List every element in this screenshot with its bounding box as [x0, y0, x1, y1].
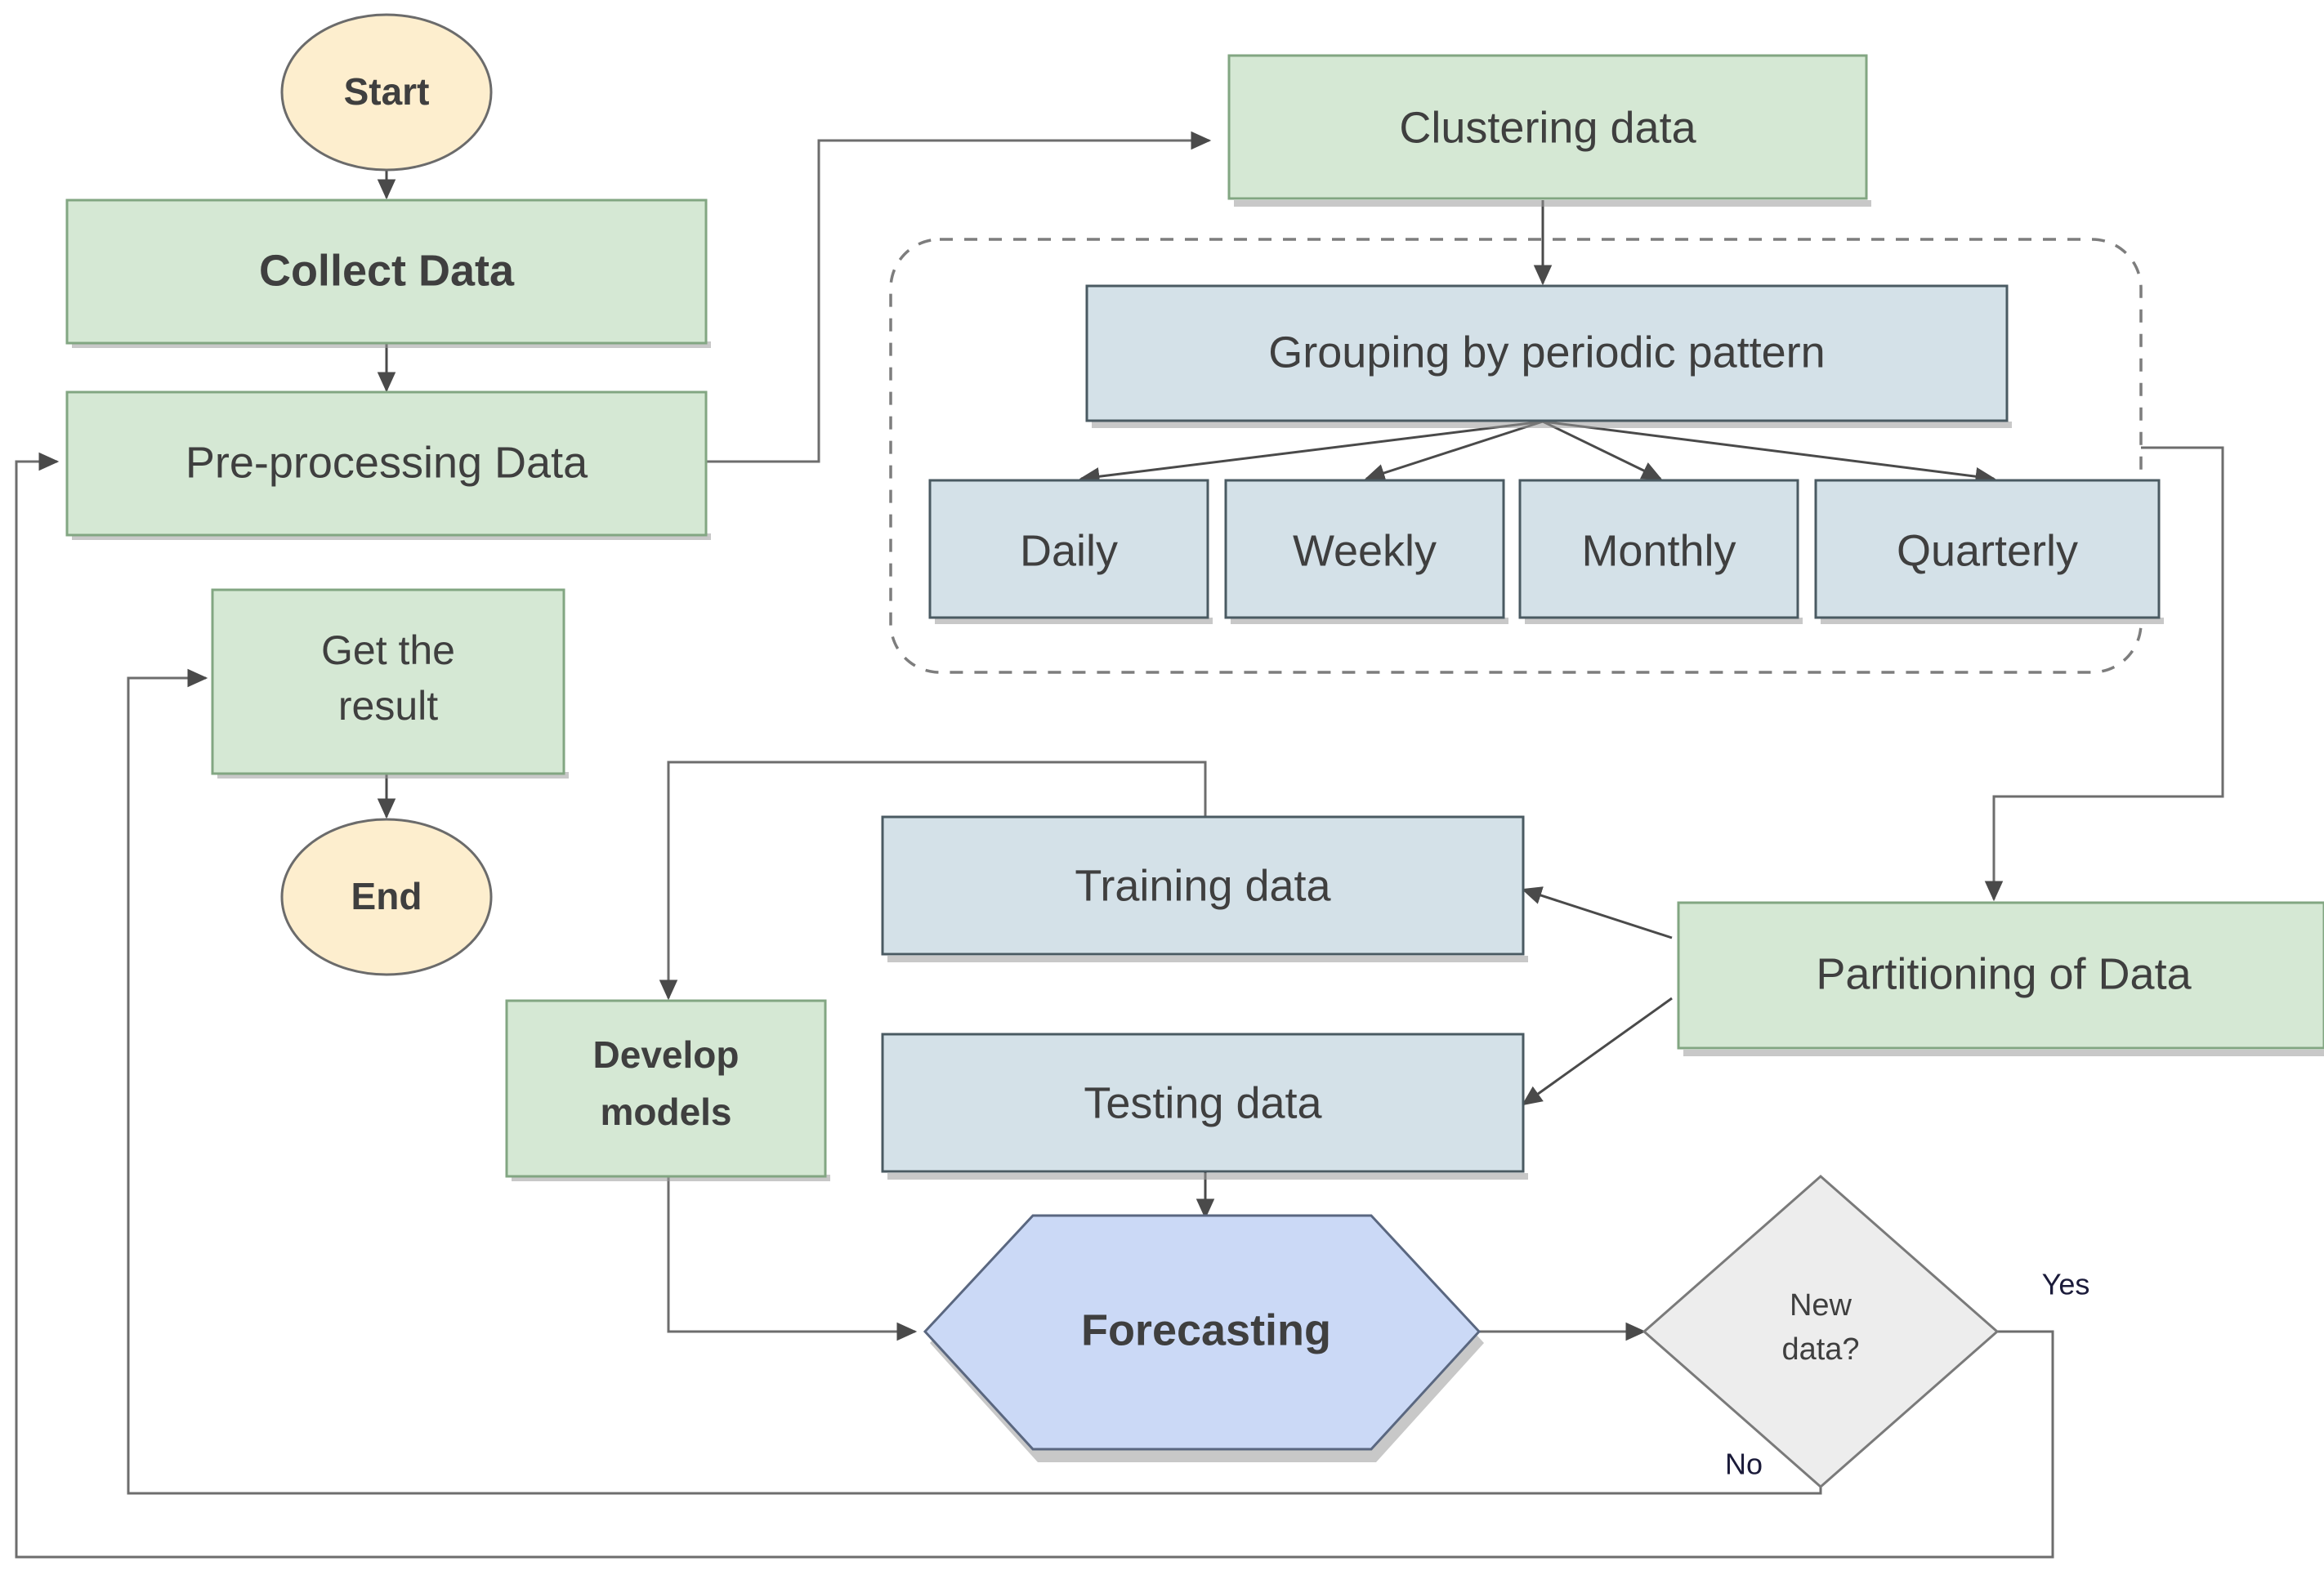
- node-grouping-label: Grouping by periodic pattern: [1268, 328, 1825, 377]
- node-preprocessing-data[interactable]: Pre-processing Data: [65, 390, 711, 540]
- node-testing-data[interactable]: Testing data: [881, 1033, 1528, 1180]
- edge-grouping-to-weekly: [1364, 420, 1544, 482]
- edge-training-data-to-develop-models: [659, 761, 1207, 1001]
- node-new-data-label-line1: New: [1790, 1288, 1852, 1323]
- node-end[interactable]: End: [280, 818, 493, 976]
- edge-preprocessing-to-clustering: [707, 131, 1212, 463]
- node-partitioning-label: Partitioning of Data: [1816, 949, 2192, 998]
- node-clustering-data[interactable]: Clustering data: [1227, 54, 1871, 207]
- edge-grouping-to-quarterly: [1542, 420, 1996, 486]
- edge-group-to-partitioning: [1984, 446, 2224, 902]
- node-start-label: Start: [344, 70, 430, 113]
- node-weekly[interactable]: Weekly: [1224, 479, 1508, 624]
- periodic-pattern-group-container: [889, 238, 2143, 674]
- edge-yes-branch-to-preprocessing: [15, 452, 2054, 1559]
- node-end-label: End: [351, 875, 422, 917]
- node-develop-models-label-line2: models: [600, 1091, 731, 1133]
- node-training-data-label: Training data: [1075, 861, 1331, 910]
- node-new-data-decision[interactable]: New data?: [1642, 1175, 2000, 1488]
- node-get-result-label-line1: Get the: [321, 627, 455, 673]
- node-training-data[interactable]: Training data: [881, 815, 1528, 962]
- node-daily-label: Daily: [1020, 526, 1118, 575]
- edge-grouping-to-monthly: [1542, 420, 1663, 480]
- node-develop-models-label-line1: Develop: [593, 1033, 740, 1076]
- node-clustering-label: Clustering data: [1399, 103, 1696, 152]
- edge-develop-models-to-forecasting: [667, 1175, 918, 1341]
- node-weekly-label: Weekly: [1293, 526, 1437, 575]
- node-forecasting-label: Forecasting: [1081, 1305, 1331, 1354]
- edge-grouping-to-daily: [1079, 420, 1544, 486]
- node-quarterly[interactable]: Quarterly: [1814, 479, 2164, 624]
- node-new-data-label-line2: data?: [1781, 1332, 1859, 1367]
- node-monthly[interactable]: Monthly: [1518, 479, 1803, 624]
- node-get-result-label-line2: result: [338, 683, 438, 729]
- node-collect-data[interactable]: Collect Data: [65, 199, 711, 348]
- node-collect-data-label: Collect Data: [259, 246, 515, 295]
- node-start[interactable]: Start: [280, 13, 493, 172]
- edge-label-yes: Yes: [2042, 1268, 2090, 1301]
- edge-partitioning-to-training-data: [1521, 886, 1673, 939]
- edge-label-no: No: [1725, 1448, 1763, 1481]
- node-quarterly-label: Quarterly: [1897, 526, 2078, 575]
- node-daily[interactable]: Daily: [928, 479, 1213, 624]
- edge-partitioning-to-testing-data: [1522, 997, 1673, 1106]
- node-grouping-by-periodic-pattern[interactable]: Grouping by periodic pattern: [1085, 284, 2012, 428]
- node-partitioning-of-data[interactable]: Partitioning of Data: [1677, 901, 2324, 1056]
- node-get-the-result[interactable]: Get the result: [211, 588, 569, 779]
- node-preprocessing-label: Pre-processing Data: [185, 438, 588, 487]
- edge-no-branch-to-get-result: [127, 668, 1822, 1495]
- node-monthly-label: Monthly: [1581, 526, 1736, 575]
- node-forecasting[interactable]: Forecasting: [923, 1214, 1484, 1462]
- node-testing-data-label: Testing data: [1084, 1078, 1322, 1127]
- node-develop-models[interactable]: Develop models: [505, 999, 830, 1181]
